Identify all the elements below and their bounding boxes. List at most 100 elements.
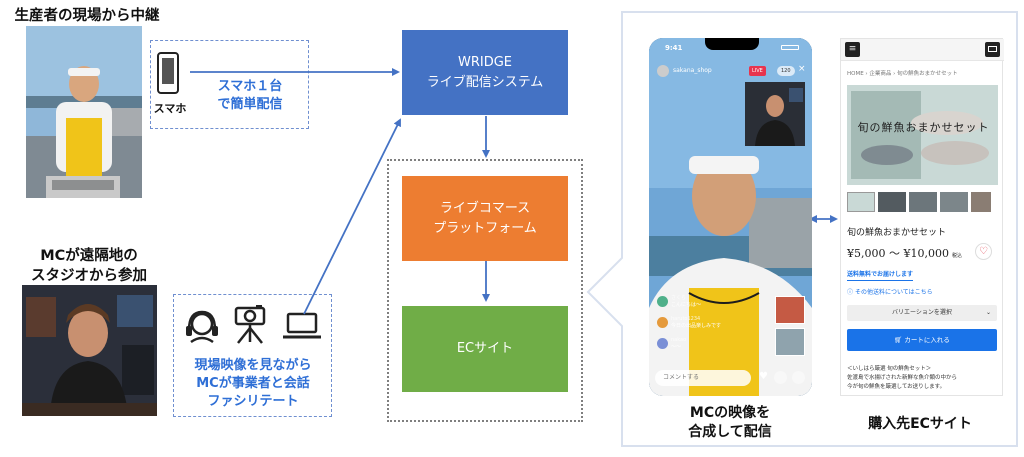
product-thumbnail[interactable]: [909, 192, 937, 212]
headset-icon: [186, 310, 218, 344]
breadcrumb: HOME › 企業商品 › 旬の鮮魚おまかせセット: [847, 71, 958, 77]
comment-item: haruto1234 今日の出品楽しみです: [657, 316, 737, 329]
comment-input[interactable]: コメントする: [655, 370, 751, 386]
arrow-mc-to-wridge: [303, 118, 401, 315]
mc-caption: 現場映像を見ながら MCが事業者と会話 ファシリテート: [178, 357, 328, 411]
comment-avatar: [657, 338, 668, 349]
laptop-icon: [283, 312, 321, 339]
shop-name[interactable]: sakana_shop: [673, 67, 712, 74]
mc-heading-line1: MCが遠隔地の: [40, 248, 138, 264]
chevron-down-icon: ⌄: [985, 309, 991, 316]
comment-user: さくら: [671, 295, 687, 301]
comment-avatar: [657, 317, 668, 328]
phone-frame: 9:41 sakana_shop LIVE 120 × さくら こんにちは〜 h…: [649, 38, 812, 396]
product-thumb[interactable]: [775, 296, 805, 324]
description-line2: 佐渡島で水揚げされた新鮮な魚介類の中から: [847, 375, 958, 381]
share-icon[interactable]: [774, 371, 787, 384]
thumbnail-strip: [847, 192, 991, 212]
close-icon[interactable]: ×: [798, 64, 806, 74]
product-description: ＜いしはら厳選 旬の鮮魚セット＞ 佐渡島で水揚げされた新鮮な魚介類の中から 今が…: [847, 365, 999, 392]
product-name: 旬の鮮魚おまかせセット: [847, 228, 947, 238]
description-line3: 今が旬の鮮魚を厳選してお送りします。: [847, 384, 946, 390]
comment-item: さくら こんにちは〜: [657, 294, 737, 308]
producer-photo: [26, 26, 142, 198]
product-thumbnail[interactable]: [940, 192, 968, 212]
ec-site-block: ECサイト: [402, 306, 568, 392]
product-thumbnail[interactable]: [971, 192, 991, 212]
comment-avatar: [657, 295, 668, 307]
comment-user: nakao: [671, 337, 687, 343]
breadcrumb-category[interactable]: 企業商品: [869, 71, 892, 77]
mc-caption-line1: 現場映像を見ながら: [194, 358, 312, 373]
tax-label: 税込: [951, 253, 962, 259]
smartphone-caption: スマホ１台 で簡単配信: [196, 78, 304, 114]
comment-text: こんにちは〜: [671, 302, 702, 308]
wridge-line2: ライブ配信システム: [426, 74, 544, 90]
product-thumb[interactable]: [775, 328, 805, 356]
other-shipping-link[interactable]: ⓘ その他送料についてはこちら: [847, 287, 933, 296]
ec-site-screen: ≡ HOME › 企業商品 › 旬の鮮魚おまかせセット 旬の鮮魚おまかせセット …: [840, 38, 1004, 396]
live-commerce-block: ライブコマース プラットフォーム: [402, 176, 568, 261]
ec-header: [841, 39, 1004, 61]
phone-time: 9:41: [665, 44, 683, 52]
free-shipping: 送料無料でお届けします: [847, 269, 914, 281]
phone-caption: MCの映像を 合成して配信: [660, 404, 800, 442]
other-shipping-text[interactable]: その他送料についてはこちら: [854, 289, 933, 296]
product-thumbnail[interactable]: [878, 192, 906, 212]
menu-icon[interactable]: ≡: [845, 42, 860, 57]
mc-caption-line3: ファシリテート: [207, 394, 299, 409]
comment-user: haruto1234: [671, 316, 701, 322]
description-line1: ＜いしはら厳選 旬の鮮魚セット＞: [847, 366, 932, 372]
favorite-icon[interactable]: ♡: [975, 243, 992, 260]
product-main-image: [847, 85, 998, 185]
heart-icon[interactable]: ♥: [759, 371, 768, 382]
comment-item: nakao 〜〜: [657, 337, 737, 350]
comment-text: 今日の出品楽しみです: [671, 323, 722, 329]
mc-pip-video: [745, 82, 805, 146]
cart-button-label: カートに入れる: [904, 336, 950, 344]
ec-caption: 購入先ECサイト: [868, 416, 972, 432]
comment-list: さくら こんにちは〜 haruto1234 今日の出品楽しみです nakao 〜…: [657, 294, 737, 350]
mc-caption-line2: MCが事業者と会話: [196, 376, 310, 391]
preview-bubble-border: [586, 11, 1018, 447]
add-to-cart-button[interactable]: 🛒︎ カートに入れる: [847, 329, 997, 351]
camera-tripod-icon: [234, 305, 266, 344]
cart-icon[interactable]: [792, 371, 805, 384]
mc-heading-line2: スタジオから参加: [31, 268, 147, 284]
variation-select[interactable]: バリエーションを選択 ⌄: [847, 305, 997, 321]
smartphone-caption-line2: で簡単配信: [217, 97, 283, 112]
viewer-count: 120: [777, 66, 795, 76]
platform-group-box: [387, 159, 583, 422]
comment-text: 〜〜: [671, 344, 682, 350]
live-commerce-line2: プラットフォーム: [433, 220, 537, 236]
ec-cart-icon[interactable]: [985, 42, 1000, 57]
breadcrumb-item: 旬の鮮魚おまかせセット: [897, 71, 958, 77]
smartphone-label: スマホ: [153, 102, 187, 115]
phone-caption-line1: MCの映像を: [689, 405, 771, 421]
smartphone-icon: [157, 52, 179, 94]
product-image-text: 旬の鮮魚おまかせセット: [857, 121, 990, 134]
product-thumbnail[interactable]: [847, 192, 875, 212]
ec-site-label: ECサイト: [456, 341, 514, 356]
breadcrumb-home[interactable]: HOME: [847, 71, 864, 77]
shop-avatar[interactable]: [657, 65, 669, 77]
mc-heading: MCが遠隔地の スタジオから参加: [14, 246, 164, 286]
smartphone-caption-line1: スマホ１台: [217, 79, 283, 94]
wridge-line1: WRIDGE: [457, 54, 513, 70]
mc-photo: [22, 285, 157, 416]
variation-label: バリエーションを選択: [892, 309, 952, 316]
cart-button-icon: 🛒︎: [894, 336, 903, 344]
live-badge: LIVE: [749, 66, 766, 76]
phone-caption-line2: 合成して配信: [688, 424, 772, 440]
battery-icon: [781, 45, 799, 50]
info-icon: ⓘ: [847, 289, 854, 296]
price-value: ¥5,000 〜 ¥10,000: [847, 247, 949, 260]
live-commerce-line1: ライブコマース: [439, 200, 531, 216]
wridge-block: WRIDGE ライブ配信システム: [402, 30, 568, 115]
smartphone-box: [150, 40, 309, 129]
phone-notch: [705, 38, 759, 50]
mc-box: [173, 294, 332, 417]
producer-heading: 生産者の現場から中継: [14, 8, 160, 24]
